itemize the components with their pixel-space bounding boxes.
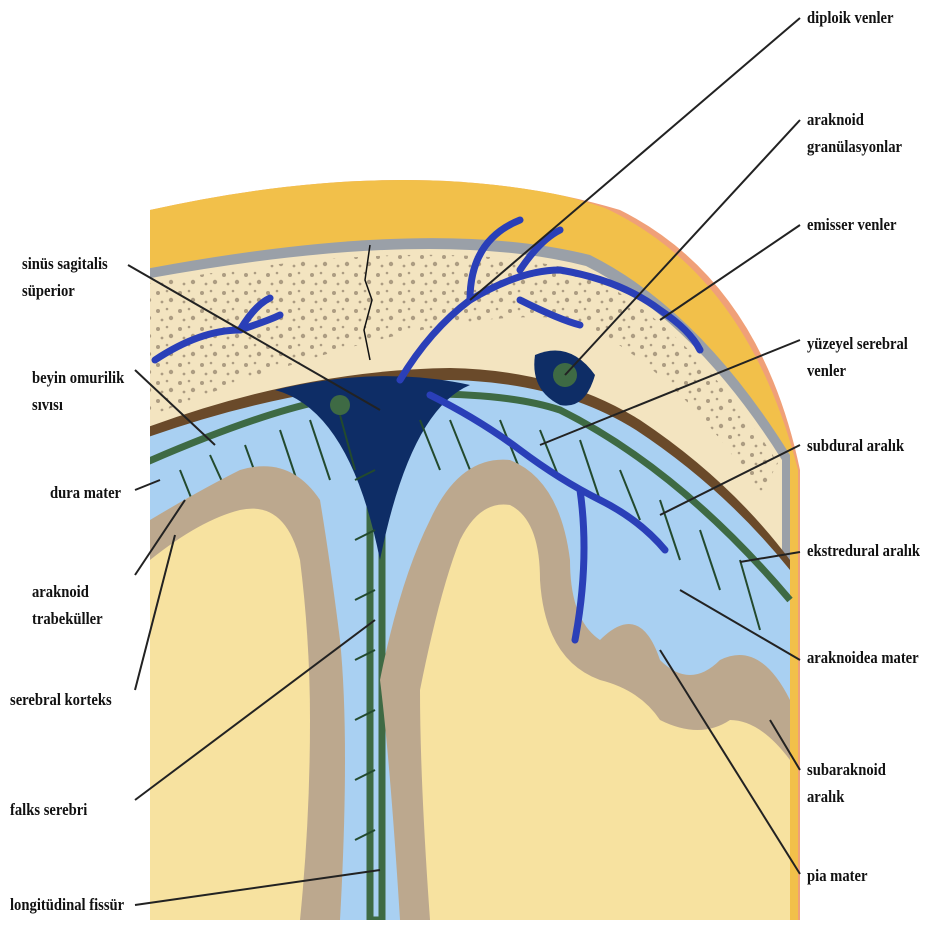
label-emisser-venler: emisser venler bbox=[807, 211, 896, 238]
anatomy-layers bbox=[140, 161, 810, 920]
label-diploik-venler: diploik venler bbox=[807, 4, 894, 31]
label-ekstredural-aralik: ekstredural aralık bbox=[807, 537, 920, 564]
label-pia-mater: pia mater bbox=[807, 862, 867, 889]
label-longitudinal-fissur: longitüdinal fissür bbox=[10, 891, 124, 918]
label-falks-serebri: falks serebri bbox=[10, 796, 87, 823]
label-subdural-aralik: subdural aralık bbox=[807, 432, 904, 459]
label-dura-mater: dura mater bbox=[50, 479, 121, 506]
label-serebral-korteks: serebral korteks bbox=[10, 686, 112, 713]
label-araknoidea-mater: araknoidea mater bbox=[807, 644, 919, 671]
